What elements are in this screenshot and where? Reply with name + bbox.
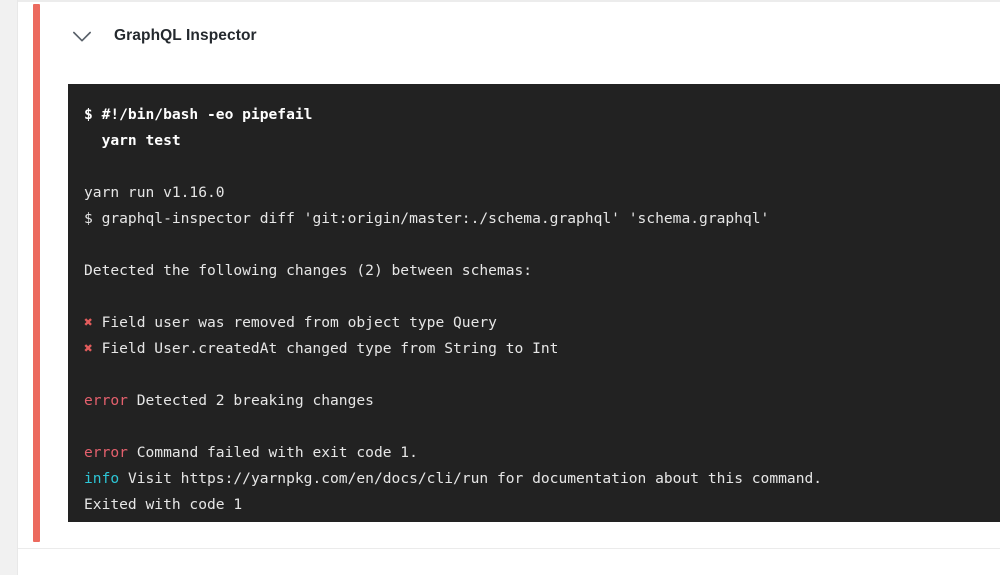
terminal-lines: $ #!/bin/bash -eo pipefail yarn test yar… — [68, 102, 1000, 518]
build-step-card: GraphQL Inspector $ #!/bin/bash -eo pipe… — [18, 0, 1000, 548]
page-footer — [18, 549, 1000, 575]
error-label: error — [84, 444, 128, 461]
breaking-change-icon: ✖ — [84, 314, 93, 331]
terminal-line: Detected the following changes (2) betwe… — [84, 262, 533, 279]
terminal-line: error Detected 2 breaking changes — [84, 392, 374, 409]
terminal-line: error Command failed with exit code 1. — [84, 444, 418, 461]
terminal-line — [84, 362, 1000, 388]
page-left-gutter — [0, 0, 18, 575]
card-divider — [18, 548, 1000, 549]
terminal-line: Exited with code 1 — [84, 496, 243, 513]
terminal-line: yarn run v1.16.0 — [84, 184, 225, 201]
terminal-line: info Visit https://yarnpkg.com/en/docs/c… — [84, 470, 823, 487]
terminal-output[interactable]: $ #!/bin/bash -eo pipefail yarn test yar… — [68, 84, 1000, 522]
info-label: info — [84, 470, 120, 487]
terminal-line: $ graphql-inspector diff 'git:origin/mas… — [84, 210, 770, 227]
step-header[interactable]: GraphQL Inspector — [68, 16, 257, 56]
terminal-line — [84, 154, 1000, 180]
terminal-line: ✖ Field user was removed from object typ… — [84, 310, 1000, 336]
step-title: GraphQL Inspector — [114, 27, 257, 44]
breaking-change-icon: ✖ — [84, 340, 93, 357]
terminal-line: $ #!/bin/bash -eo pipefail — [84, 106, 313, 123]
terminal-line — [84, 232, 1000, 258]
chevron-down-icon[interactable] — [68, 22, 96, 50]
error-label: error — [84, 392, 128, 409]
terminal-line: ✖ Field User.createdAt changed type from… — [84, 336, 1000, 362]
step-status-rail — [33, 4, 40, 542]
terminal-line — [84, 284, 1000, 310]
terminal-line — [84, 414, 1000, 440]
terminal-line: yarn test — [84, 132, 181, 149]
